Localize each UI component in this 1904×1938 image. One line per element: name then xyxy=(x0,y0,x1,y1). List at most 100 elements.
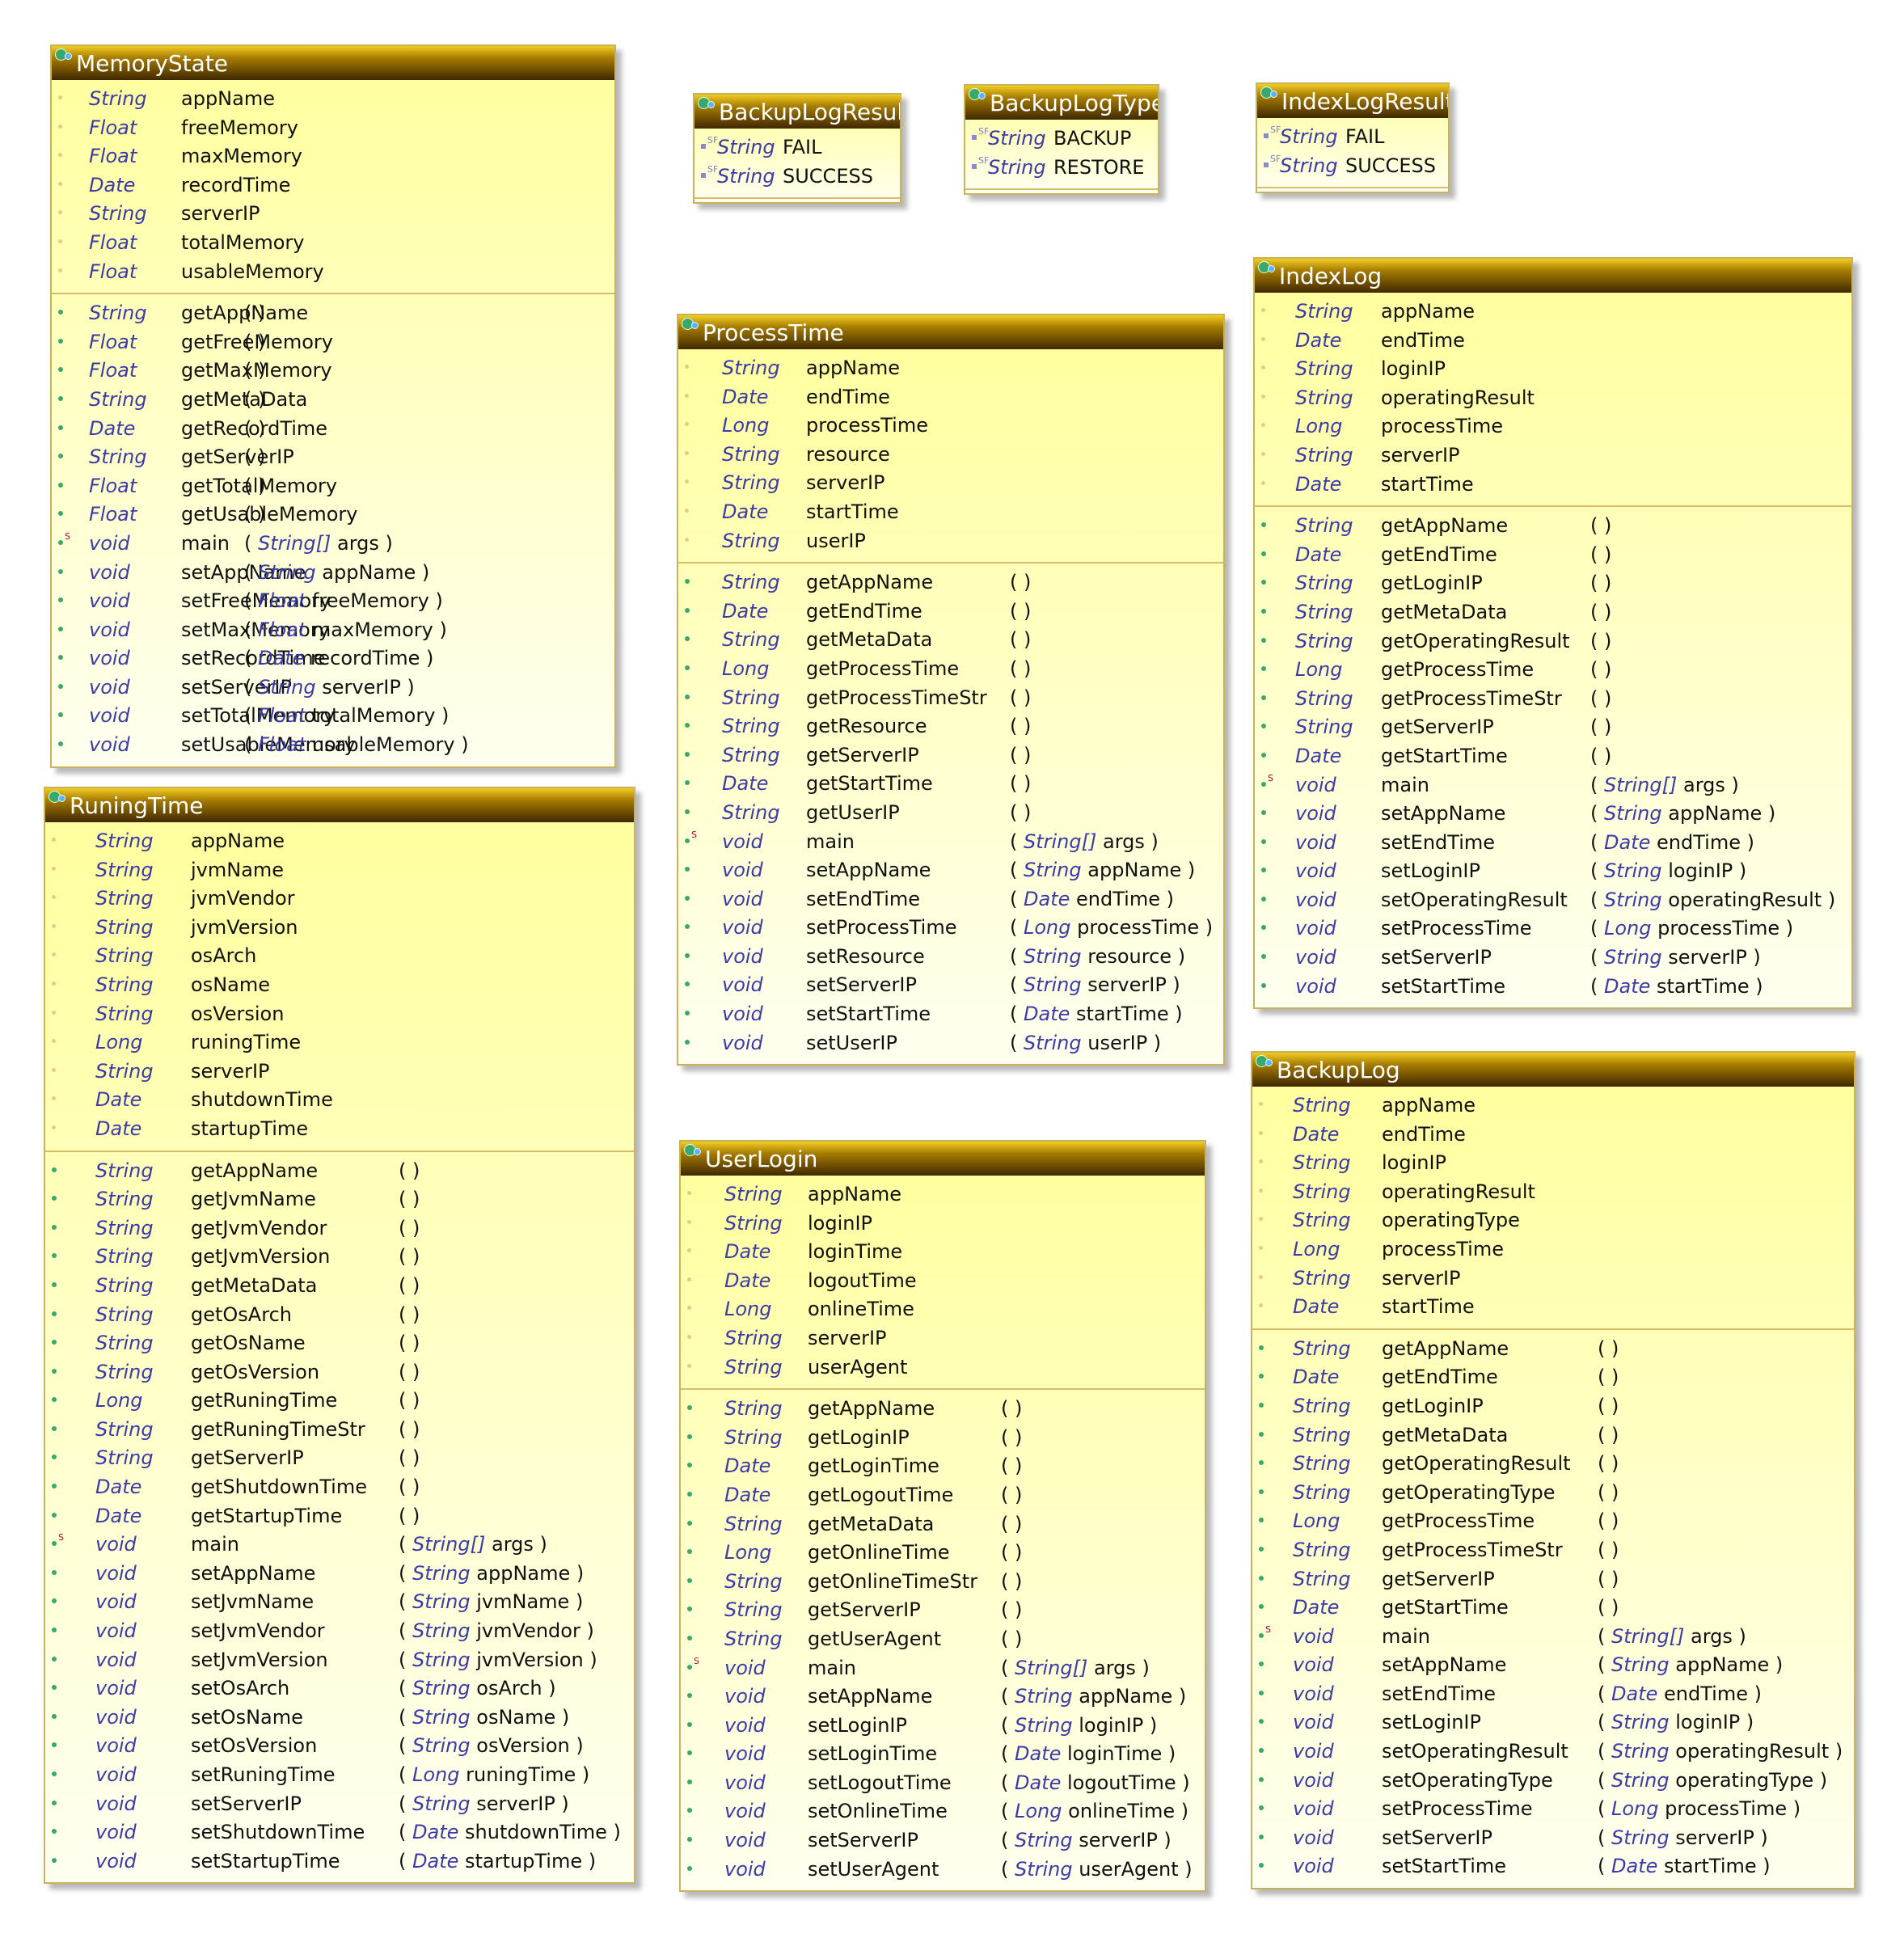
class-header[interactable]: BackupLogResult xyxy=(694,95,900,129)
class-header[interactable]: MemoryState xyxy=(52,46,614,80)
class-header[interactable]: RuningTime xyxy=(45,788,634,822)
class-header[interactable]: IndexLog xyxy=(1255,259,1851,293)
class-header[interactable]: BackupLog xyxy=(1252,1053,1854,1087)
